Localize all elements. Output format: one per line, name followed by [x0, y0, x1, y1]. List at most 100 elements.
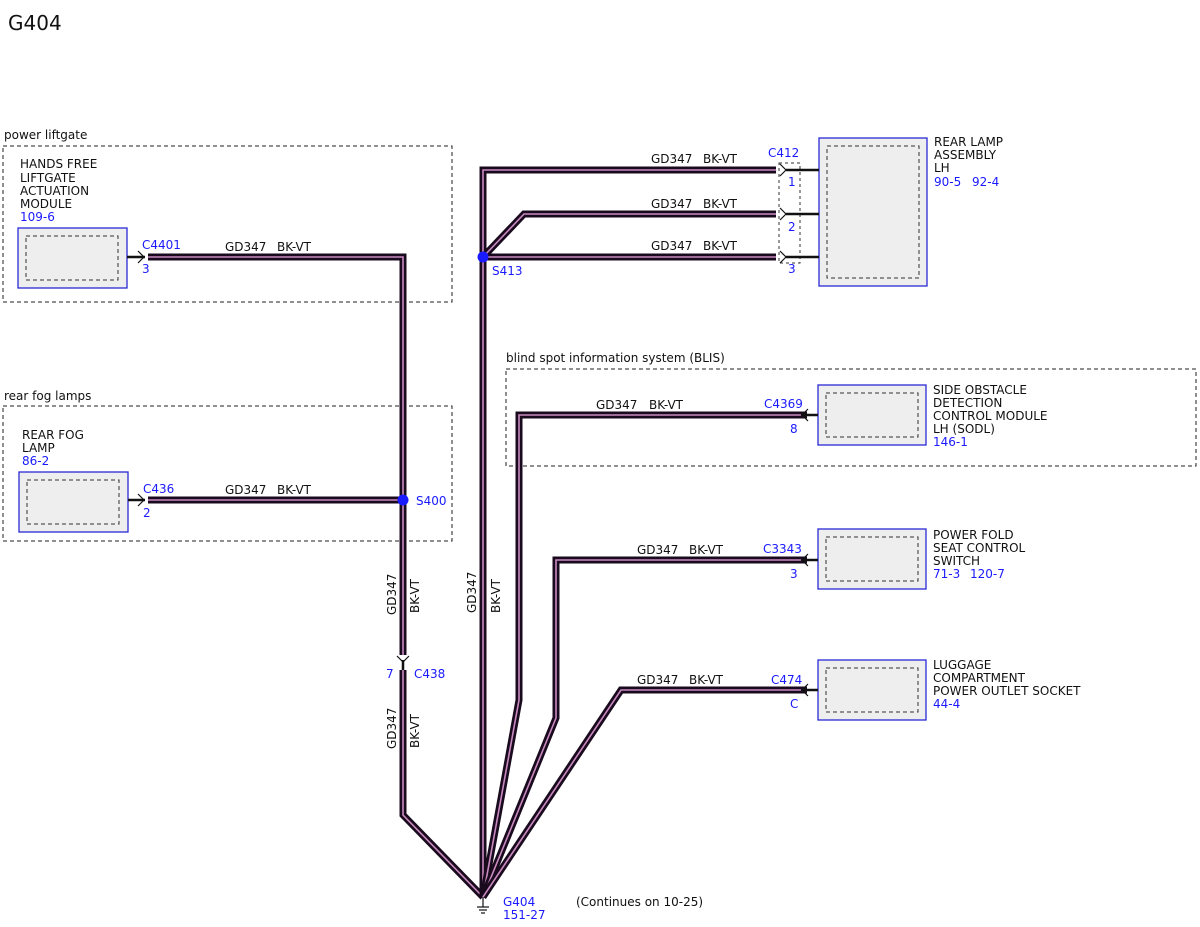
- wire-color-label: BK-VT: [277, 240, 312, 254]
- splice-id[interactable]: S400: [416, 494, 447, 508]
- connector-arrow-icon: [779, 250, 787, 264]
- component-rear-lamp-assembly: REAR LAMP ASSEMBLY LH 90-5 92-4: [818, 135, 1003, 287]
- component-label-line: CONTROL MODULE: [933, 409, 1048, 423]
- wire-color-label: BK-VT: [703, 239, 738, 253]
- wire-circuit-label: GD347: [385, 708, 399, 749]
- component-rear-fog-lamp: REAR FOG LAMP 86-2: [18, 428, 129, 533]
- component-inner-box: [26, 479, 120, 525]
- component-box: [817, 659, 927, 721]
- component-page-ref[interactable]: 120-7: [970, 567, 1005, 581]
- component-page-ref[interactable]: 109-6: [20, 210, 55, 224]
- continues-note: (Continues on 10-25): [576, 895, 703, 909]
- component-label-line: SWITCH: [933, 554, 980, 568]
- connector-pin: C: [790, 697, 798, 711]
- wire-circuit-label: GD347: [225, 483, 266, 497]
- component-label-line: COMPARTMENT: [933, 671, 1026, 685]
- connector-c436: C436 2: [128, 482, 174, 520]
- component-label-line: ACTUATION: [20, 184, 89, 198]
- splice-s400: S400: [397, 494, 447, 508]
- group-rear-fog-lamps: rear fog lamps: [2, 389, 453, 542]
- component-page-ref[interactable]: 92-4: [972, 175, 999, 189]
- connector-pin: 2: [143, 506, 151, 520]
- component-inner-box: [825, 536, 919, 582]
- component-label-line: SEAT CONTROL: [933, 541, 1026, 555]
- component-inner-box: [825, 667, 919, 713]
- component-label-line: ASSEMBLY: [934, 148, 997, 162]
- connector-arrow-icon: [801, 553, 809, 567]
- component-page-ref[interactable]: 90-5: [934, 175, 961, 189]
- component-label-line: LH: [934, 161, 950, 175]
- splice-dot: [477, 251, 489, 263]
- wire-circuit-label: GD347: [596, 398, 637, 412]
- component-box: [18, 471, 129, 533]
- group-label-blis: blind spot information system (BLIS): [506, 351, 725, 365]
- ground-g404: G404 151-27 (Continues on 10-25): [477, 895, 703, 922]
- connector-housing: [778, 162, 801, 264]
- connector-pin: 7: [386, 667, 394, 681]
- wire-color-label: BK-VT: [277, 483, 312, 497]
- connector-id[interactable]: C436: [143, 482, 174, 496]
- ground-page-ref[interactable]: 151-27: [503, 908, 546, 922]
- component-label-line: MODULE: [20, 197, 72, 211]
- connector-c474: C474 C: [771, 673, 818, 711]
- connector-id[interactable]: C4369: [764, 397, 803, 411]
- component-page-ref[interactable]: 86-2: [22, 454, 49, 468]
- component-label-line: POWER OUTLET SOCKET: [933, 684, 1081, 698]
- connector-c4401: C4401 3: [127, 238, 181, 276]
- wire-color-label: BK-VT: [703, 197, 738, 211]
- connector-id[interactable]: C4401: [142, 238, 181, 252]
- wire-color-label: BK-VT: [408, 713, 422, 748]
- group-label-power-liftgate: power liftgate: [4, 128, 87, 142]
- wire-labels: GD347 BK-VT GD347 BK-VT GD347 BK-VT GD34…: [225, 152, 738, 749]
- component-label-line: LAMP: [22, 441, 55, 455]
- wire-color-label: BK-VT: [408, 578, 422, 613]
- connector-arrow-icon: [137, 250, 145, 264]
- connector-pin: 8: [790, 422, 798, 436]
- connector-id[interactable]: C438: [414, 667, 445, 681]
- ground-id[interactable]: G404: [503, 895, 535, 909]
- connector-arrow-icon: [779, 163, 787, 177]
- connector-c412: C412 1 2 3: [768, 146, 819, 276]
- component-box: [817, 384, 927, 446]
- group-box-power-liftgate: [2, 145, 453, 303]
- component-label-line: LUGGAGE: [933, 658, 991, 672]
- diagram-title: G404: [8, 11, 62, 35]
- component-inner-box: [25, 235, 119, 281]
- component-page-ref[interactable]: 44-4: [933, 697, 960, 711]
- group-power-liftgate: power liftgate: [2, 128, 453, 303]
- connector-arrow-icon: [801, 683, 809, 697]
- wire-color-label: BK-VT: [689, 543, 724, 557]
- component-power-fold-seat-switch: POWER FOLD SEAT CONTROL SWITCH 71-3 120-…: [817, 528, 1026, 590]
- connector-id[interactable]: C412: [768, 146, 799, 160]
- component-hands-free-liftgate-module: HANDS FREE LIFTGATE ACTUATION MODULE 109…: [17, 157, 128, 289]
- splice-id[interactable]: S413: [492, 264, 523, 278]
- connector-arrow-icon: [137, 493, 145, 507]
- wire-color-label: BK-VT: [649, 398, 684, 412]
- connector-c4369: C4369 8: [764, 397, 818, 436]
- connector-c3343: C3343 3: [763, 542, 818, 581]
- connector-c438: 7 C438: [386, 655, 445, 681]
- component-inner-box: [826, 145, 920, 279]
- wire-circuit-label: GD347: [637, 543, 678, 557]
- component-side-obstacle-detection-module: SIDE OBSTACLE DETECTION CONTROL MODULE L…: [817, 383, 1048, 449]
- component-page-ref[interactable]: 71-3: [933, 567, 960, 581]
- connector-pin: 3: [790, 567, 798, 581]
- connector-id[interactable]: C474: [771, 673, 802, 687]
- connector-arrow-icon: [801, 408, 809, 422]
- component-label-line: HANDS FREE: [20, 157, 97, 171]
- wire-circuit-label: GD347: [651, 152, 692, 166]
- component-label-line: POWER FOLD: [933, 528, 1014, 542]
- connector-pin: 2: [788, 220, 796, 234]
- component-label-line: LH (SODL): [933, 422, 995, 436]
- component-box: [818, 137, 928, 287]
- wire-circuit-label: GD347: [225, 240, 266, 254]
- component-label-line: LIFTGATE: [20, 171, 76, 185]
- group-box-blis: [505, 368, 1197, 467]
- component-page-ref[interactable]: 146-1: [933, 435, 968, 449]
- wire-circuit-label: GD347: [651, 239, 692, 253]
- splice-dot: [397, 494, 409, 506]
- connector-id[interactable]: C3343: [763, 542, 802, 556]
- ground-icon: [477, 897, 489, 914]
- wire-color-label: BK-VT: [689, 673, 724, 687]
